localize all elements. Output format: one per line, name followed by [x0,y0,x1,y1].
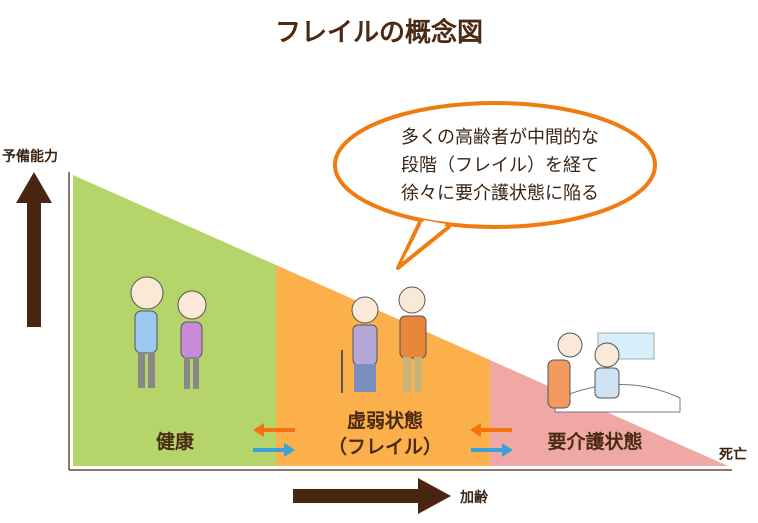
zone-healthy-area [73,175,276,466]
y-axis-label: 予備能力 [2,149,58,165]
bubble-text: 多くの高齢者が中間的な 段階（フレイル）を経て 徐々に要介護状態に陥る [370,124,630,208]
transition-arrows-2 [470,423,513,457]
transition-arrows-1 [253,423,295,457]
zone-label-frail: 虚弱状態 （フレイル） [300,408,470,460]
zone-label-line: （フレイル） [327,436,442,458]
zone-label-line: 虚弱状態 [346,410,423,432]
x-axis-label: 加齢 [460,490,488,506]
diagram-title: フレイルの概念図 [274,18,483,48]
zone-frail-area [276,265,490,466]
up-arrow-icon [16,172,52,327]
bubble-line: 徐々に要介護状態に陥る [401,183,599,204]
bubble-line: 段階（フレイル）を経て [401,155,599,176]
zone-label-care: 要介護状態 [547,431,643,453]
healthy-couple-illustration [130,276,207,389]
right-arrow-icon [293,478,451,514]
frail-couple-illustration [341,286,427,393]
bubble-line: 多くの高齢者が中間的な [401,127,599,148]
speech-bubble [333,101,657,270]
caregiver-illustration [547,332,681,413]
end-label: 死亡 [719,447,747,463]
zone-label-healthy: 健康 [155,431,194,453]
